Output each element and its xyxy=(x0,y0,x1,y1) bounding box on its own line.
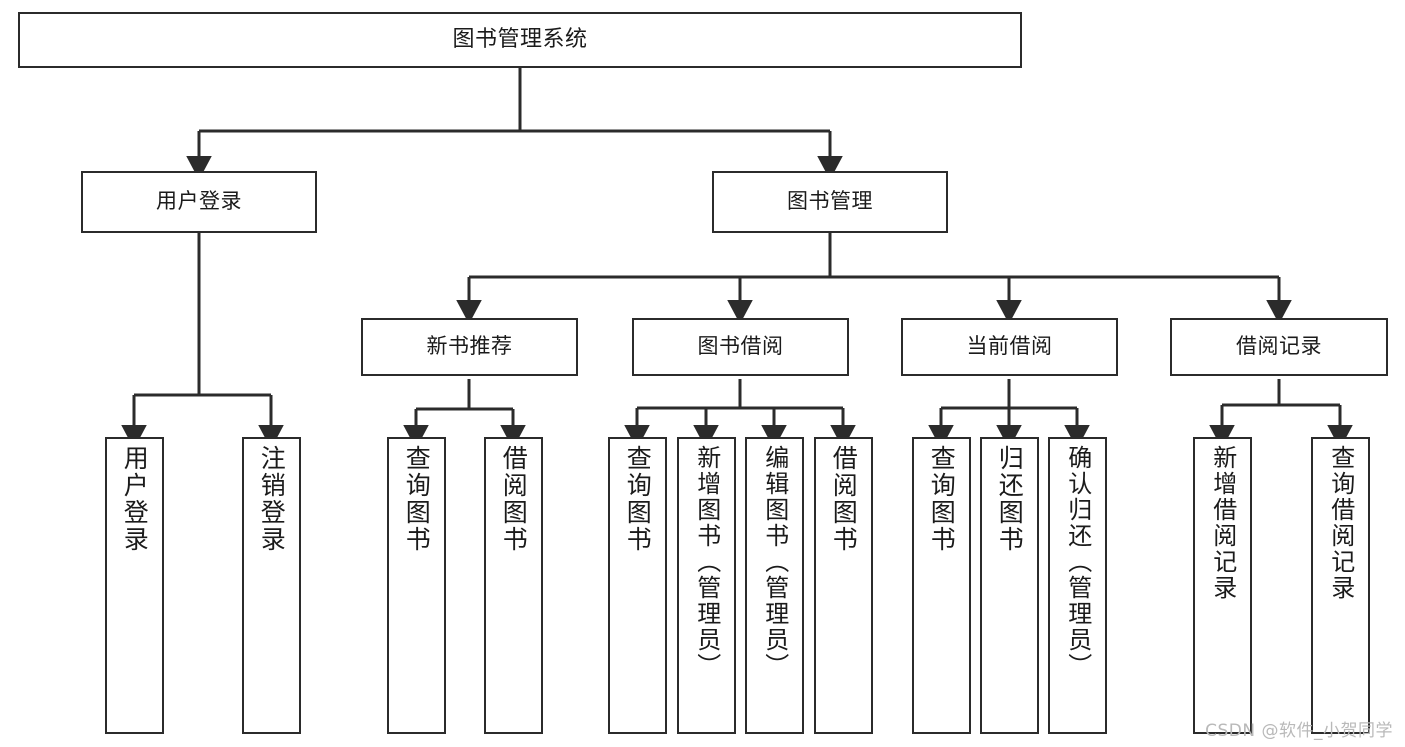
node-leaf-query-record[interactable]: 查询借阅记录 xyxy=(1311,437,1370,734)
node-leaf-borrow-book-2-label: 借阅图书 xyxy=(829,445,859,553)
node-leaf-add-book-label: 新增图书（管理员） xyxy=(692,445,721,679)
node-leaf-add-book[interactable]: 新增图书（管理员） xyxy=(677,437,736,734)
node-leaf-logout[interactable]: 注销登录 xyxy=(242,437,301,734)
node-leaf-return-book-label: 归还图书 xyxy=(995,445,1025,553)
node-leaf-query-book-2[interactable]: 查询图书 xyxy=(608,437,667,734)
node-leaf-query-book-1[interactable]: 查询图书 xyxy=(387,437,446,734)
node-book-management-label: 图书管理 xyxy=(787,189,873,214)
node-leaf-query-book-3-label: 查询图书 xyxy=(927,445,957,553)
node-leaf-query-book-3[interactable]: 查询图书 xyxy=(912,437,971,734)
node-leaf-add-record[interactable]: 新增借阅记录 xyxy=(1193,437,1252,734)
node-leaf-borrow-book-2[interactable]: 借阅图书 xyxy=(814,437,873,734)
node-root-label: 图书管理系统 xyxy=(452,26,588,52)
node-leaf-return-book[interactable]: 归还图书 xyxy=(980,437,1039,734)
node-leaf-logout-label: 注销登录 xyxy=(257,445,287,553)
node-leaf-borrow-book-1-label: 借阅图书 xyxy=(499,445,529,553)
node-book-borrow[interactable]: 图书借阅 xyxy=(632,318,849,376)
node-leaf-confirm-return-label: 确认归还（管理员） xyxy=(1063,445,1092,679)
node-leaf-query-record-label: 查询借阅记录 xyxy=(1326,445,1355,601)
node-leaf-confirm-return[interactable]: 确认归还（管理员） xyxy=(1048,437,1107,734)
node-current-borrow-label: 当前借阅 xyxy=(966,334,1053,359)
node-leaf-user-login[interactable]: 用户登录 xyxy=(105,437,164,734)
watermark-text: CSDN @软件_小贺同学 xyxy=(1205,721,1393,741)
node-new-book-recommend[interactable]: 新书推荐 xyxy=(361,318,578,376)
node-root[interactable]: 图书管理系统 xyxy=(18,12,1022,68)
node-book-borrow-label: 图书借阅 xyxy=(697,334,784,359)
node-leaf-borrow-book-1[interactable]: 借阅图书 xyxy=(484,437,543,734)
node-book-management[interactable]: 图书管理 xyxy=(712,171,948,233)
node-leaf-query-book-2-label: 查询图书 xyxy=(623,445,653,553)
node-user-login-label: 用户登录 xyxy=(156,189,242,214)
node-borrow-record-label: 借阅记录 xyxy=(1236,334,1322,359)
node-borrow-record[interactable]: 借阅记录 xyxy=(1170,318,1388,376)
node-leaf-edit-book-label: 编辑图书（管理员） xyxy=(760,445,789,679)
node-leaf-query-book-1-label: 查询图书 xyxy=(402,445,432,553)
node-user-login[interactable]: 用户登录 xyxy=(81,171,317,233)
node-new-book-recommend-label: 新书推荐 xyxy=(426,334,513,359)
node-leaf-add-record-label: 新增借阅记录 xyxy=(1208,445,1237,601)
node-current-borrow[interactable]: 当前借阅 xyxy=(901,318,1118,376)
node-leaf-edit-book[interactable]: 编辑图书（管理员） xyxy=(745,437,804,734)
node-leaf-user-login-label: 用户登录 xyxy=(120,445,150,553)
